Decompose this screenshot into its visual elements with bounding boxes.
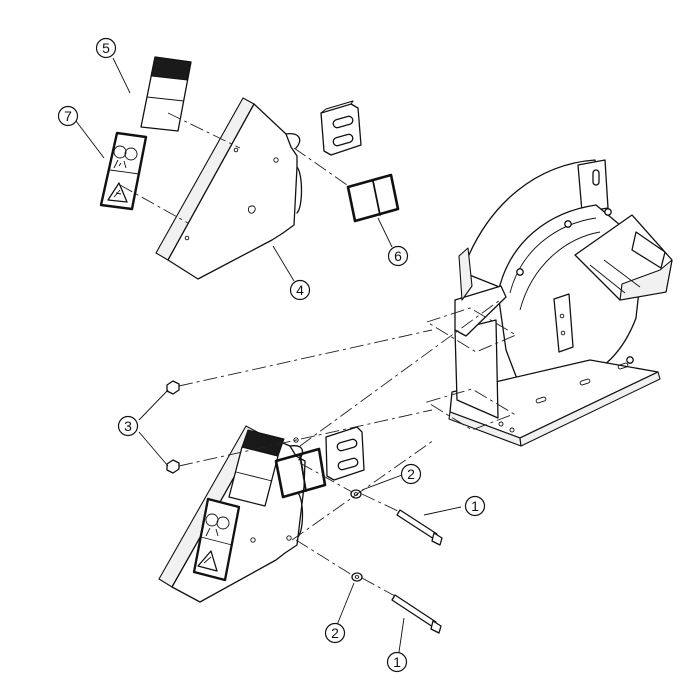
chute-bracket-part-4 [155, 97, 303, 280]
top-mount-plate [320, 100, 362, 156]
callout-2-upper: 2 [400, 463, 422, 485]
svg-text:1: 1 [471, 498, 479, 514]
svg-text:1: 1 [393, 654, 401, 670]
svg-text:7: 7 [64, 108, 72, 124]
decal-part-5 [140, 56, 192, 132]
spinning-impeller-warning-icon [113, 145, 138, 169]
callout-6: 6 [387, 245, 409, 267]
nut-part-3 [166, 380, 180, 474]
svg-text:2: 2 [331, 625, 339, 641]
svg-text:4: 4 [296, 282, 304, 298]
svg-text:5: 5 [102, 40, 110, 56]
callout-7: 7 [57, 105, 79, 127]
svg-text:2: 2 [407, 466, 415, 482]
callout-1-lower: 1 [386, 651, 408, 673]
decal-part-6 [346, 173, 400, 223]
decal-part-7 [99, 131, 148, 211]
callout-3: 3 [117, 415, 139, 437]
blower-housing [448, 159, 673, 447]
washer-part-2 [350, 489, 363, 582]
bolt-part-1 [391, 509, 443, 634]
spinning-impeller-warning-icon-assembled [205, 513, 230, 537]
leader-lines [75, 57, 462, 653]
callout-1-upper: 1 [464, 495, 486, 517]
top-placement-lines [119, 112, 351, 224]
svg-text:3: 3 [124, 418, 132, 434]
callout-2-lower: 2 [324, 622, 346, 644]
callout-4: 4 [289, 279, 311, 301]
warning-triangle-icon-assembled [197, 550, 218, 572]
housing-mount-outlines [425, 307, 517, 431]
callout-5: 5 [95, 37, 117, 59]
warning-triangle-icon [107, 182, 128, 203]
svg-text:6: 6 [394, 248, 402, 264]
chute-bracket-assembled [158, 425, 365, 603]
